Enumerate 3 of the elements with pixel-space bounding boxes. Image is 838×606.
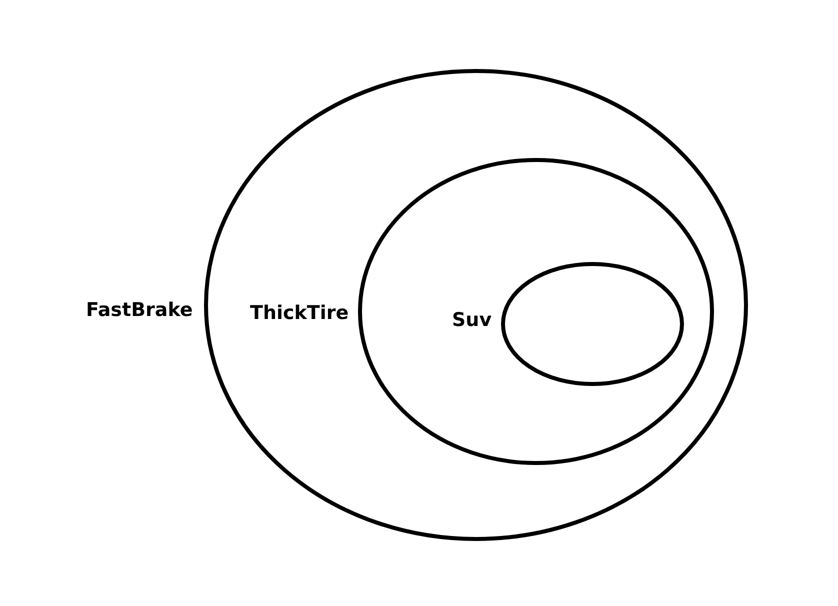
set-label: FastBrake — [86, 298, 193, 322]
set-label: ThickTire — [250, 301, 349, 325]
set-label: Suv — [452, 308, 492, 332]
